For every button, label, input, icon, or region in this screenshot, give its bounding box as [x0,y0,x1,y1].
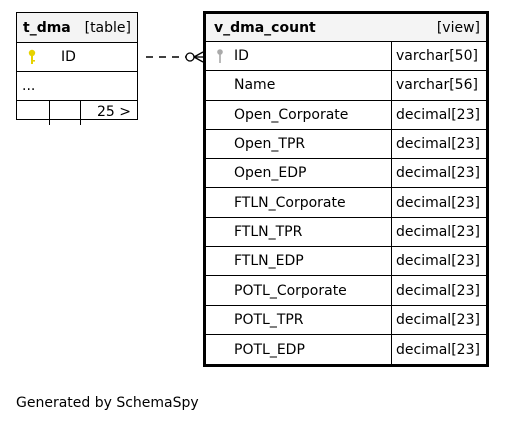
column-name: Name [234,77,276,94]
column-row[interactable]: Open_Corporate decimal[23] [206,100,486,130]
table-header: t_dma [table] [17,13,137,43]
column-row[interactable]: POTL_Corporate decimal[23] [206,276,486,306]
column-row[interactable]: ID varchar[50] [206,42,486,72]
column-name: ID [234,48,249,65]
table-type: [table] [84,19,131,36]
related-count-link[interactable]: 25 > [97,104,131,120]
foreign-key-icon [206,48,234,64]
table-footer: 25 > [17,101,137,125]
column-type: decimal[23] [396,253,480,270]
view-header: v_dma_count [view] [206,14,486,42]
column-type: decimal[23] [396,282,480,299]
column-row[interactable]: POTL_EDP decimal[23] [206,334,486,365]
column-type: decimal[23] [396,223,480,240]
column-name: ID [61,49,76,65]
column-name: Open_Corporate [234,106,349,123]
column-name: Open_TPR [234,136,306,153]
column-row[interactable]: FTLN_Corporate decimal[23] [206,188,486,218]
column-name: FTLN_Corporate [234,194,346,211]
column-row[interactable]: POTL_TPR decimal[23] [206,305,486,335]
view-name: v_dma_count [214,19,316,36]
column-name: Open_EDP [234,165,307,182]
column-type: varchar[56] [396,77,478,94]
column-row[interactable]: Open_EDP decimal[23] [206,159,486,189]
column-name: POTL_TPR [234,311,304,328]
column-row[interactable]: FTLN_EDP decimal[23] [206,247,486,277]
column-row[interactable]: FTLN_TPR decimal[23] [206,217,486,248]
column-row[interactable]: Name varchar[56] [206,71,486,101]
column-type: varchar[50] [396,48,478,65]
column-type: decimal[23] [396,311,480,328]
view-type: [view] [436,19,480,36]
column-type: decimal[23] [396,106,480,123]
column-row[interactable]: ID [17,43,137,72]
column-name: POTL_EDP [234,341,305,358]
view-v-dma-count[interactable]: v_dma_count [view] ID varchar[50] Name varc… [203,11,489,367]
column-type: decimal[23] [396,341,480,358]
column-name: FTLN_TPR [234,223,303,240]
ellipsis: ... [22,78,36,94]
column-name: POTL_Corporate [234,282,347,299]
column-type: decimal[23] [396,165,480,182]
column-name: FTLN_EDP [234,253,304,270]
column-type: decimal[23] [396,136,480,153]
more-columns-row: ... [17,72,137,101]
generated-by-text: Generated by SchemaSpy [16,395,199,411]
table-t-dma[interactable]: t_dma [table] ID ... 25 > [16,12,138,125]
column-type: decimal[23] [396,194,480,211]
column-row[interactable]: Open_TPR decimal[23] [206,129,486,160]
primary-key-icon [17,49,47,65]
table-name: t_dma [23,19,71,36]
